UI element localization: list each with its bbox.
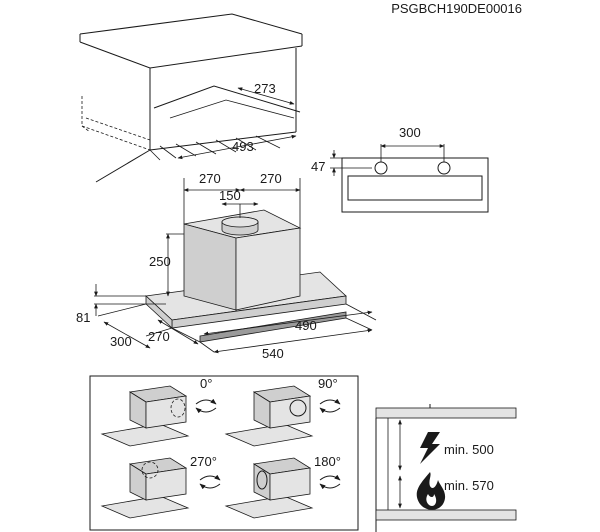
rotate-arrow-icon	[195, 398, 217, 405]
rotation-option-0: 0°	[100, 376, 217, 447]
lightning-icon	[420, 432, 440, 464]
total-width-label: 540	[262, 346, 284, 361]
mounting-hole-right	[437, 161, 451, 175]
rotation-90-label: 90°	[318, 376, 338, 391]
rotation-180-label: 180°	[314, 454, 341, 469]
chimney-height-label: 250	[149, 254, 171, 269]
top-right-width-label: 270	[260, 171, 282, 186]
rotation-option-180: 180°	[224, 454, 341, 519]
body-height-label: 81	[76, 310, 90, 325]
clearance-drawing: min. 500 min. 570	[375, 404, 517, 532]
rotation-option-270: 270°	[100, 454, 221, 519]
cabinet-depth-label: 273	[254, 81, 276, 96]
collar-diameter-label: 150	[219, 188, 241, 203]
rotation-options-box: 0° 90° 270°	[89, 375, 359, 531]
document-code: PSGBCH190DE00016	[391, 1, 522, 16]
gas-clearance-label: min. 570	[444, 478, 494, 493]
side-depth-label: 300	[110, 334, 132, 349]
front-width-label: 490	[295, 318, 317, 333]
top-left-width-label: 270	[199, 171, 221, 186]
hood-drawing: 270 270 150 250 81 300 270 490 540	[76, 171, 377, 361]
mounting-hole-left	[374, 161, 388, 175]
rotate-arrow-icon	[319, 474, 341, 481]
flame-icon	[416, 472, 446, 510]
rotate-arrow-icon	[199, 474, 221, 481]
depth-270-label: 270	[148, 329, 170, 344]
electric-clearance-label: min. 500	[444, 442, 494, 457]
rotation-option-90: 90°	[224, 376, 341, 447]
panel-drawing: 300 47	[311, 125, 489, 213]
rotation-270-label: 270°	[190, 454, 217, 469]
rotation-frame	[89, 375, 359, 531]
hole-spacing-label: 300	[399, 125, 421, 140]
hole-offset-label: 47	[311, 159, 325, 174]
rotation-0-label: 0°	[200, 376, 212, 391]
rotate-arrow-icon	[319, 398, 341, 405]
cabinet-width-label: 493	[232, 139, 254, 154]
cabinet-drawing: 273 493	[79, 13, 303, 183]
